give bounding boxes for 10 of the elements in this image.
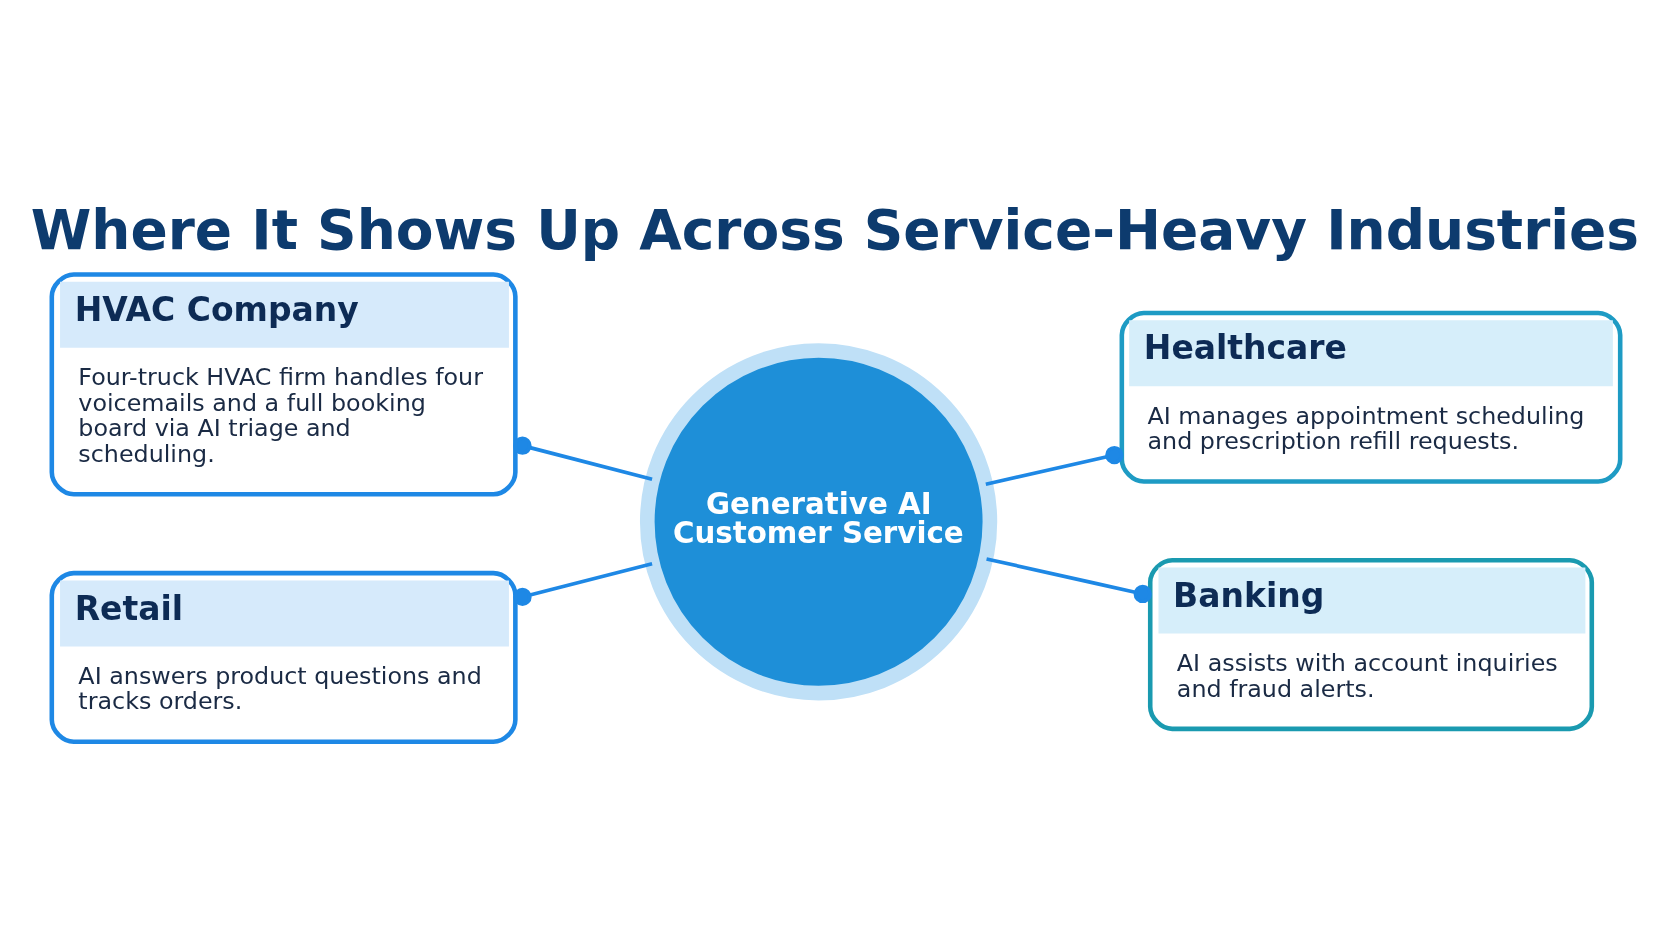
node-box: Retail AI answers product questions and tracks orders. bbox=[49, 570, 518, 744]
connector bbox=[513, 436, 653, 481]
node-box: HVAC Company Four-truck HVAC firm handles four voicemails and a full booking board via AI triage and scheduling. bbox=[49, 272, 518, 497]
diagram-title: Where It Shows Up Across Service-Heavy Industries bbox=[30, 197, 1640, 262]
node-box: Banking AI assists with account inquiries and fraud alerts. bbox=[1147, 558, 1595, 732]
node-box: Healthcare AI manages appointment scheduling and prescription refill requests. bbox=[1119, 310, 1623, 484]
node-circle: Generative AI Customer Service bbox=[639, 343, 998, 701]
connector bbox=[986, 557, 1152, 604]
connector bbox=[513, 562, 653, 607]
connector bbox=[985, 445, 1124, 487]
